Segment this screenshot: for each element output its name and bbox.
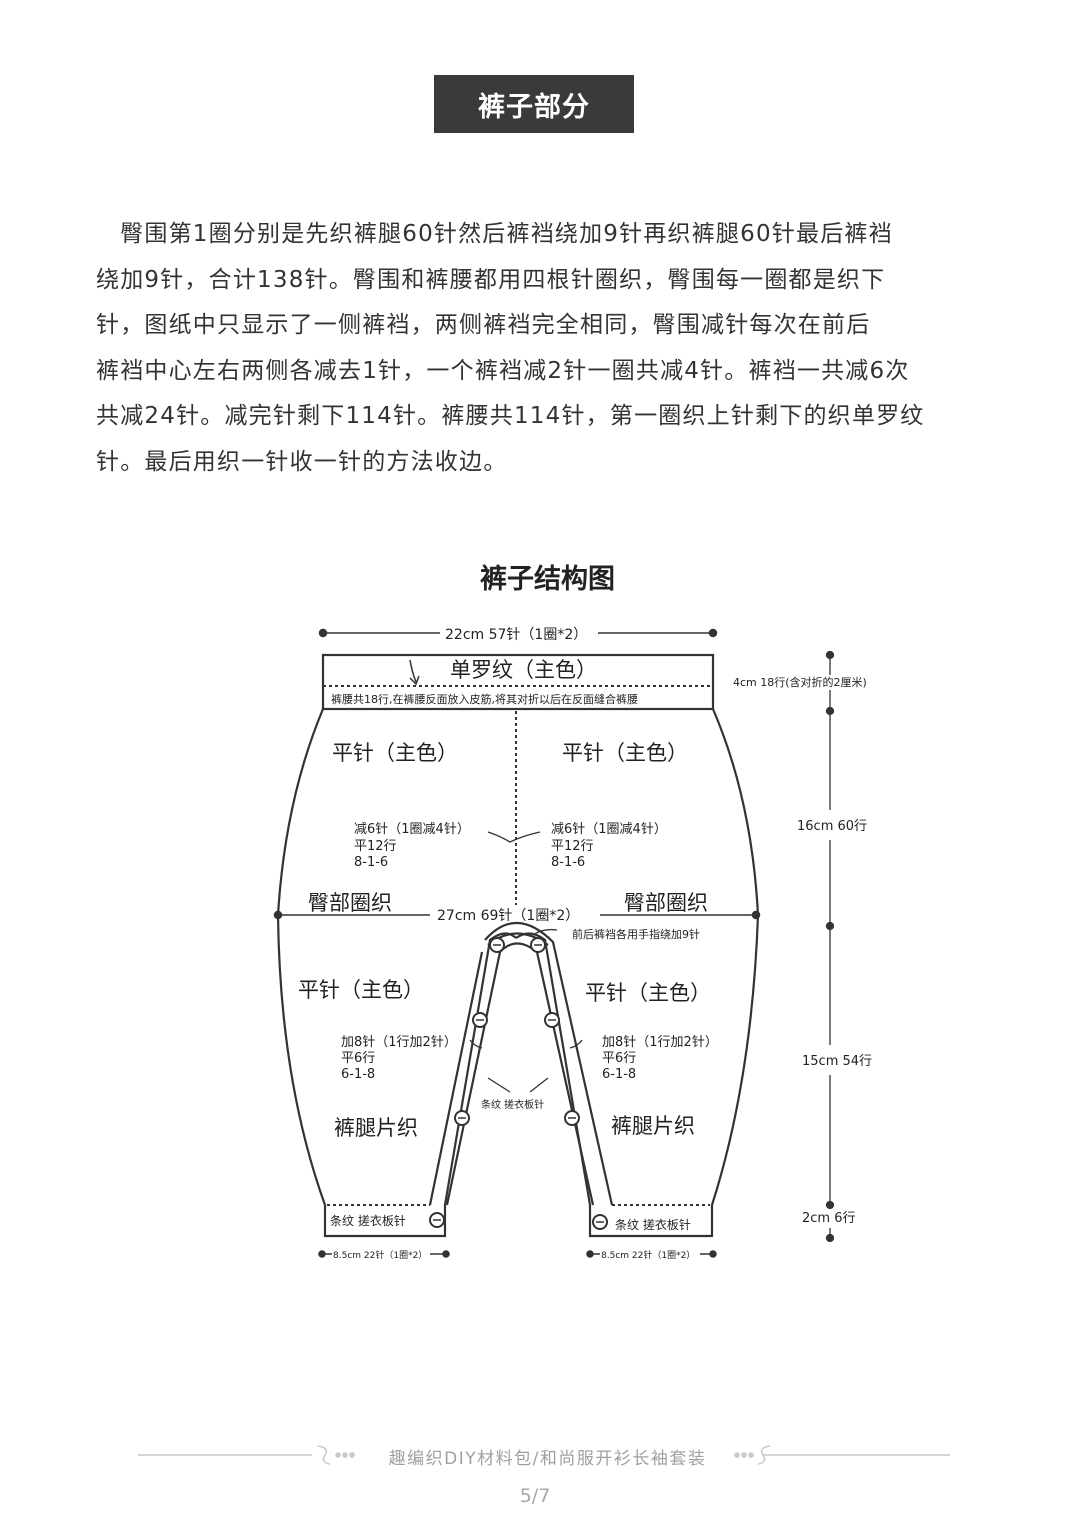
section-title: 裤子部分: [434, 75, 634, 133]
diagram-title: 裤子结构图: [480, 564, 615, 595]
crotch-note: 前后裤裆各用手指绕加9针: [572, 927, 700, 941]
inc-right-3: 6-1-8: [602, 1067, 636, 1082]
footer-ornament: [138, 1445, 950, 1465]
left-leg-outline: [276, 708, 517, 1238]
dimension-dot: [318, 1250, 326, 1258]
dimension-dot: [825, 650, 835, 660]
intro-line: 臀围第1圈分别是先织裤腿60针然后裤裆绕加9针再织裤腿60针最后裤裆: [96, 221, 893, 247]
footer-text: 趣编织DIY材料包/和尚服开衫长袖套装: [388, 1449, 707, 1469]
dec-right-2: 平12行: [551, 839, 594, 854]
dimension-dot: [825, 1233, 835, 1243]
dimension-dot: [709, 1250, 717, 1258]
dimension-dot: [586, 1250, 594, 1258]
dec-right-1: 减6针（1圈减4针）: [551, 822, 667, 837]
cuff-right-width: 8.5cm 22针（1圈*2）: [601, 1249, 695, 1261]
cuff-left-label: 条纹 搓衣板针: [330, 1213, 406, 1228]
intro-line: 绕加9针，合计138针。臀围和裤腰都用四根针圈织，臀围每一圈都是织下: [96, 266, 886, 293]
dimension-dot: [751, 910, 761, 920]
dimension-dot: [708, 628, 718, 638]
dec-left-1: 减6针（1圈减4针）: [354, 822, 470, 837]
upper-right-label: 平针（主色）: [562, 741, 688, 765]
placket-label: 条纹 搓衣板针: [481, 1098, 544, 1111]
leg-right-label: 裤腿片织: [611, 1114, 695, 1138]
cuff-left-width: 8.5cm 22针（1圈*2）: [333, 1249, 427, 1261]
dimension-dot: [273, 910, 283, 920]
dimension-dot: [825, 1200, 835, 1210]
crotch-placket: [428, 921, 614, 1206]
hip-right-label: 臀部圈织: [624, 891, 708, 915]
page-number: 5/7: [519, 1485, 551, 1507]
dim-waist: 4cm 18行(含对折的2厘米): [733, 675, 867, 689]
inc-left-2: 平6行: [341, 1051, 375, 1066]
lower-left-label: 平针（主色）: [298, 978, 424, 1002]
intro-line: 裤裆中心左右两侧各减去1针，一个裤裆减2针一圈共减4针。裤裆一共减6次: [96, 357, 910, 384]
intro-line: 共减24针。减完针剩下114针。裤腰共114针，第一圈织上针剩下的织单罗纹: [96, 403, 925, 430]
inc-left-3: 6-1-8: [341, 1067, 375, 1082]
right-leg-outline: [515, 708, 760, 1238]
waistband-arrow: [409, 659, 417, 683]
top-width-label: 22cm 57针（1圈*2）: [445, 627, 587, 643]
dim-upper: 16cm 60行: [797, 819, 867, 834]
hip-width-label: 27cm 69针（1圈*2）: [437, 908, 579, 924]
inc-left-1: 加8针（1行加2针）: [341, 1035, 457, 1050]
cuff-right-label: 条纹 搓衣板针: [615, 1217, 691, 1232]
inc-right-1: 加8针（1行加2针）: [602, 1035, 718, 1050]
upper-left-label: 平针（主色）: [332, 741, 458, 765]
intro-line: 针。最后用织一针收一针的方法收边。: [96, 448, 508, 475]
intro-line: 针，图纸中只显示了一侧裤裆，两侧裤裆完全相同，臀围减针每次在前后: [96, 312, 871, 339]
lower-right-label: 平针（主色）: [585, 981, 711, 1005]
dim-cuff: 2cm 6行: [802, 1211, 856, 1226]
inc-right-2: 平6行: [602, 1051, 636, 1066]
dec-left-2: 平12行: [354, 839, 397, 854]
dimension-dot: [825, 921, 835, 931]
dimension-dot: [318, 628, 328, 638]
waistband-note: 裤腰共18行,在裤腰反面放入皮筋,将其对折以后在反面缝合裤腰: [331, 692, 638, 706]
leg-left-label: 裤腿片织: [334, 1116, 418, 1140]
dimension-dot: [442, 1250, 450, 1258]
dim-lower: 15cm 54行: [802, 1054, 872, 1069]
intro-paragraph: 臀围第1圈分别是先织裤腿60针然后裤裆绕加9针再织裤腿60针最后裤裆 绕加9针，…: [96, 212, 1016, 486]
hip-left-label: 臀部圈织: [308, 891, 392, 915]
dimension-dot: [825, 706, 835, 716]
dec-left-3: 8-1-6: [354, 855, 388, 870]
dec-right-3: 8-1-6: [551, 855, 585, 870]
waistband-label: 单罗纹（主色）: [450, 658, 597, 682]
pants-structure-diagram: 22cm 57针（1圈*2） 单罗纹（主色） 裤腰共18行,在裤腰反面放入皮筋,…: [273, 627, 872, 1261]
